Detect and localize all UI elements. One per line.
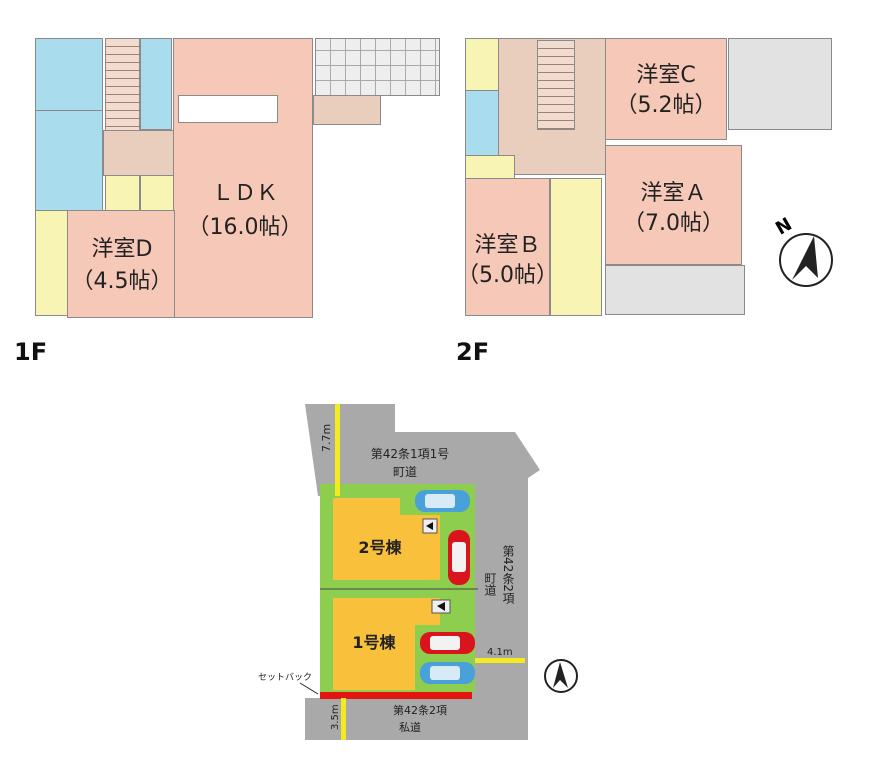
- room-d-size: （4.5帖）: [71, 269, 173, 294]
- east-road-type: 町道: [483, 572, 497, 596]
- car-icon: [448, 530, 470, 585]
- south-road-type: 私道: [399, 720, 421, 734]
- washroom: [35, 110, 103, 212]
- south-road-label: 第42条2項: [393, 703, 447, 717]
- storage: [35, 210, 68, 316]
- ldk-label: ＬＤＫ: [211, 181, 278, 206]
- building-2: [333, 498, 440, 580]
- north-arrow-icon: [544, 659, 578, 693]
- south-road-width: 3.5m: [330, 704, 341, 730]
- entrance-marker-icon: [422, 518, 438, 534]
- room-c-size: （5.2帖）: [615, 93, 717, 118]
- closet: [550, 178, 602, 316]
- north-road-type: 町道: [393, 465, 417, 479]
- room-a: [605, 145, 742, 265]
- entry-hall: [313, 95, 381, 125]
- building-2-label: 2号棟: [358, 538, 402, 557]
- car-icon: [415, 490, 470, 512]
- room-d: [67, 210, 175, 318]
- bathroom: [35, 38, 103, 112]
- room-d-label: 洋室D: [91, 237, 153, 262]
- road-width-marker: [335, 404, 340, 496]
- floor-label-1f: 1F: [14, 338, 48, 366]
- toilet: [140, 38, 172, 130]
- room-a-label: 洋室Ａ: [640, 181, 707, 206]
- room-b-label: 洋室Ｂ: [474, 233, 541, 258]
- floor-label-2f: 2F: [456, 338, 490, 366]
- setback-line: [320, 692, 472, 699]
- setback-pointer: [299, 682, 319, 695]
- north-arrow-icon: N: [772, 214, 833, 287]
- room-c-label: 洋室C: [636, 63, 696, 88]
- stairs: [537, 40, 575, 130]
- kitchen-counter: [178, 95, 278, 123]
- room-c: [605, 38, 727, 140]
- north-road-width: 7.7m: [320, 424, 333, 452]
- building-1: [333, 598, 440, 690]
- setback-label: セットバック: [258, 672, 312, 683]
- east-road-label: 第42条2項: [501, 545, 515, 605]
- east-road-width: 4.1m: [487, 647, 513, 658]
- road-width-marker: [341, 698, 346, 740]
- room-b-size: （5.0帖）: [457, 263, 558, 288]
- entrance-marker-icon: [431, 599, 451, 614]
- ldk-size: （16.0帖）: [187, 215, 303, 240]
- ldk-room: [173, 38, 313, 318]
- car-icon: [420, 662, 475, 684]
- building-1-label: 1号棟: [352, 633, 396, 652]
- room-b: [465, 178, 550, 316]
- north-road-label: 第42条1項1号: [371, 447, 450, 461]
- entrance: [315, 38, 440, 96]
- car-icon: [420, 632, 475, 654]
- room-a-size: （7.0帖）: [623, 211, 724, 236]
- closet: [140, 175, 175, 211]
- balcony: [728, 38, 832, 130]
- closet: [105, 175, 140, 211]
- road-width-marker: [475, 658, 525, 663]
- balcony: [605, 265, 745, 315]
